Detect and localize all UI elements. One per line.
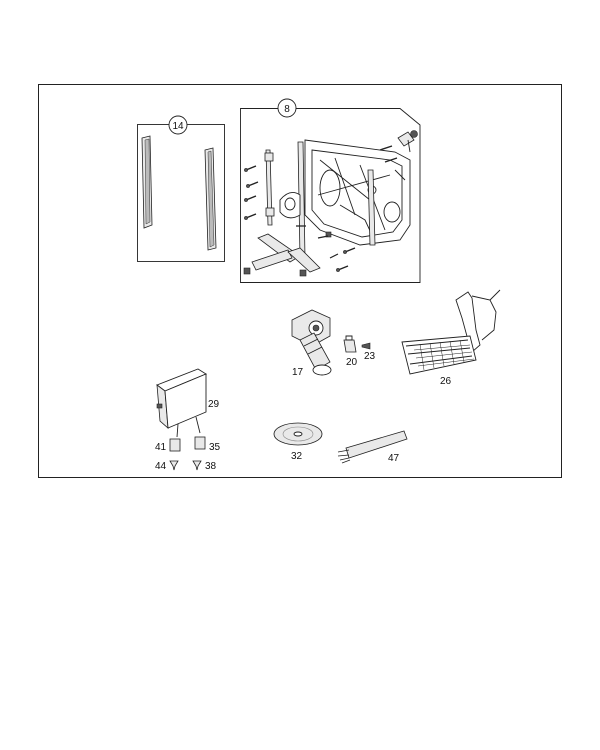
- callout-38[interactable]: 38: [205, 461, 217, 472]
- screws-right: [336, 145, 398, 272]
- door-panel: [304, 139, 411, 246]
- diagram-frame: [38, 84, 562, 478]
- group-8-box: [240, 108, 421, 283]
- cable-47: 47: [337, 430, 408, 464]
- bracket-grid: [413, 339, 475, 371]
- callout-29[interactable]: 29: [208, 399, 220, 410]
- connector-41: 41: [155, 438, 181, 453]
- callout-20[interactable]: 20: [346, 357, 358, 368]
- group-14-window-seals: 14: [137, 115, 225, 262]
- screws-left: [244, 165, 259, 220]
- pin-23: 23: [361, 342, 376, 362]
- group-8-window-regulator: 8: [240, 98, 421, 283]
- clip-top: [397, 131, 415, 147]
- carrier-bracket: 26: [401, 289, 501, 387]
- motor-body: [299, 332, 331, 371]
- lift-arm-b: [251, 249, 293, 271]
- control-module: 29: [156, 368, 220, 438]
- terminal-38: 38: [192, 460, 217, 472]
- bracket-plate: [401, 335, 477, 375]
- callout-14-circle[interactable]: [168, 115, 188, 135]
- callout-8[interactable]: 8: [284, 104, 290, 115]
- software-cd: 32: [273, 422, 323, 462]
- callout-41[interactable]: 41: [155, 442, 167, 453]
- callout-14[interactable]: 14: [172, 121, 184, 132]
- callout-35[interactable]: 35: [209, 442, 221, 453]
- connector-35: 35: [194, 436, 221, 453]
- callout-47[interactable]: 47: [388, 453, 400, 464]
- callout-17[interactable]: 17: [292, 367, 304, 378]
- callout-32[interactable]: 32: [291, 451, 303, 462]
- bracket-arm: [455, 291, 481, 353]
- guide-rail-right: [367, 169, 376, 246]
- lift-arm-c: [287, 247, 321, 273]
- callout-44[interactable]: 44: [155, 461, 167, 472]
- terminal-44: 44: [155, 460, 179, 472]
- cable-sleeve: [345, 430, 408, 459]
- module-side: [164, 373, 207, 429]
- connector-20: 20: [343, 335, 358, 368]
- lever-bracket: [279, 191, 301, 219]
- callout-23[interactable]: 23: [364, 351, 376, 362]
- callout-26[interactable]: 26: [440, 376, 452, 387]
- window-motor: 17: [291, 309, 332, 378]
- callout-8-circle[interactable]: [277, 98, 297, 118]
- guide-rail-left: [265, 149, 273, 226]
